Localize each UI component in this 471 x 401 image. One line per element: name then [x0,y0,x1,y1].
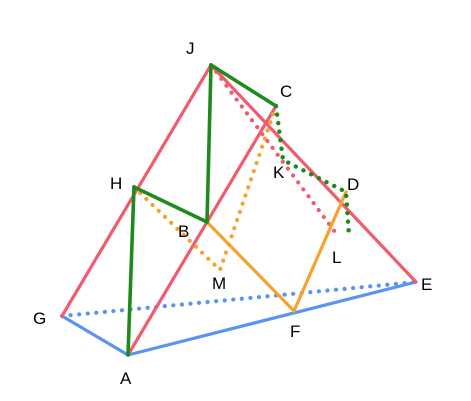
orange-edges [131,103,348,313]
edge-a-h [126,185,136,357]
label-c: C [280,82,292,101]
edge-h-b [132,185,209,224]
label-k: K [273,163,285,182]
label-f: F [290,322,300,341]
edge-j-e [209,63,418,284]
edge-g-e-dotted [59,279,419,319]
edge-c-m-dotted [217,103,279,273]
edge-j-c [209,63,278,108]
point-labels: J C H K D B L M E G F A [33,39,432,388]
edge-g-j [60,63,213,318]
label-m: M [212,274,226,293]
edge-a-e [126,280,418,357]
label-j: J [186,39,195,58]
edge-c-k-d-l-dotted [273,103,352,239]
label-e: E [421,275,432,294]
edge-h-m-dotted [131,184,223,273]
blue-edges [59,279,419,357]
green-edges [126,63,352,357]
label-a: A [120,369,132,388]
edge-b-f [205,220,296,313]
edge-f-d [292,190,348,313]
label-h: H [110,174,122,193]
edge-j-l-dotted [208,62,341,239]
edge-j-b [205,63,213,224]
label-g: G [33,309,46,328]
edge-a-c [126,104,278,357]
red-edges [60,62,418,357]
label-l: L [332,248,341,267]
label-d: D [347,175,359,194]
label-b: B [178,222,189,241]
edge-g-a [60,314,130,357]
